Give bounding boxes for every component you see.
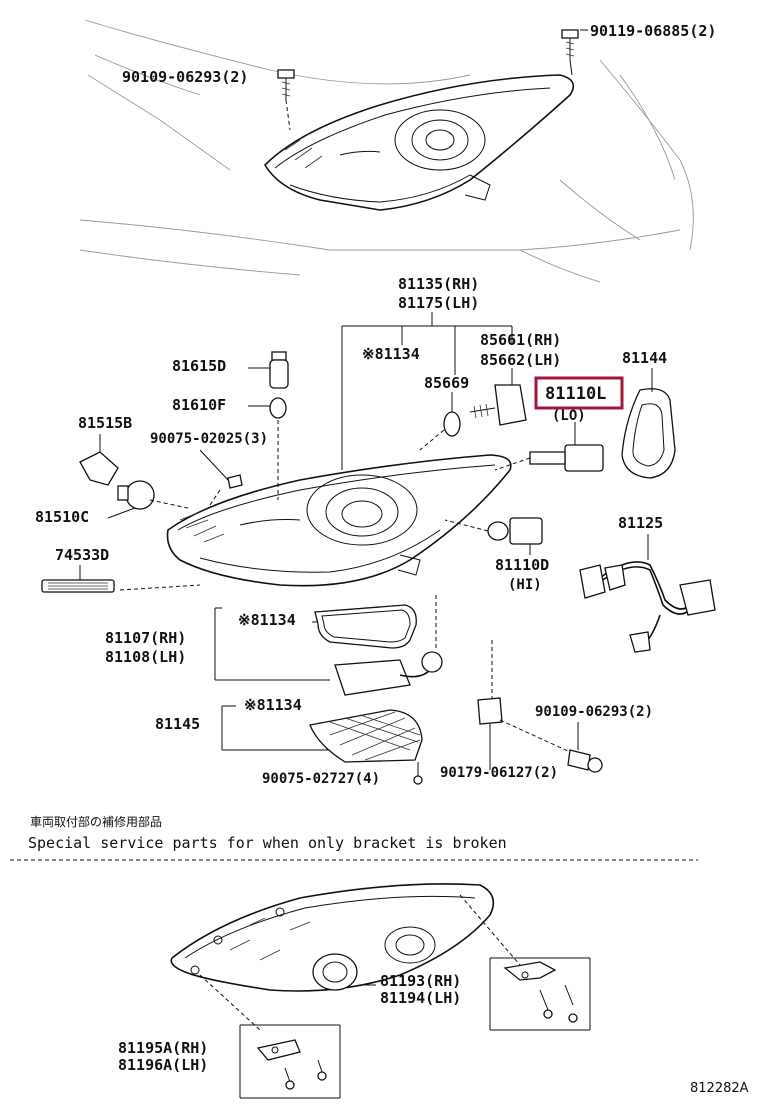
bulb-81615d-part (248, 351, 289, 389)
reference-code: 812282A (690, 1081, 749, 1096)
label-bolt-2: 90109-06293(2) (535, 704, 653, 720)
label-bulb-81510c: 81510C (35, 508, 89, 526)
wire-81125-part (579, 534, 716, 653)
screw-90075-02025-part (199, 449, 243, 506)
reflector-74533d-part (41, 565, 115, 593)
label-unit-rh: 81135(RH) (398, 275, 479, 293)
label-lo-tag: (LO) (552, 408, 586, 424)
label-bolt-top-left: 90109-06293(2) (122, 68, 248, 86)
bulb-81610f-part (248, 397, 287, 500)
label-hi-tag: (HI) (508, 577, 542, 593)
computer-81107-part (214, 595, 443, 696)
bulb-lo-part (494, 422, 604, 472)
bulb-81510c-part (107, 480, 189, 519)
cover-81144-part (621, 368, 676, 479)
label-bulb-81610f: 81610F (172, 396, 226, 414)
socket-81515b-part (79, 434, 119, 486)
label-reflector-74533d: 74533D (55, 546, 109, 564)
screw-90075-02727-part (413, 762, 423, 785)
label-bracket-lh: 81194(LH) (380, 989, 461, 1007)
label-clip-2: 90179-06127(2) (440, 765, 558, 781)
label-socket-lh: 85662(LH) (480, 351, 561, 369)
headlamp-housing (119, 454, 512, 591)
vehicle-front-view (79, 19, 694, 283)
label-gasket-a: ※81134 (362, 345, 420, 363)
label-computer-lh: 81108(LH) (105, 648, 186, 666)
label-socket-rh: 85661(RH) (480, 331, 561, 349)
oring-85669-part (419, 392, 461, 451)
label-bulb-hi: 81110D (495, 556, 549, 574)
label-bracket-rh: 81193(RH) (380, 972, 461, 990)
bulb-hi-part (444, 517, 543, 555)
label-computer-rh: 81107(RH) (105, 629, 186, 647)
leader-lines-main (341, 312, 513, 470)
socket-85661-part (469, 368, 527, 426)
highlight-box[interactable] (534, 376, 624, 410)
label-unit-lh: 81175(LH) (398, 294, 479, 312)
label-bulb-lo[interactable]: 81110L (545, 384, 606, 404)
label-screw-4: 90075-02727(4) (262, 771, 380, 787)
label-gasket-b: ※81134 (238, 611, 296, 629)
bracket-81193-box (489, 957, 591, 1031)
label-oring-85669: 85669 (424, 374, 469, 392)
note-english: Special service parts for when only brac… (28, 834, 507, 852)
label-gasket-c: ※81134 (244, 696, 302, 714)
label-cover-81144: 81144 (622, 349, 667, 367)
label-screw-3: 90075-02025(3) (150, 431, 268, 447)
label-cover-81145: 81145 (155, 715, 200, 733)
label-bracket-a-lh: 81196A(LH) (118, 1056, 208, 1074)
label-socket-81515b: 81515B (78, 414, 132, 432)
label-bracket-a-rh: 81195A(RH) (118, 1039, 208, 1057)
label-wire-81125: 81125 (618, 514, 663, 532)
bracket-81195a-box (239, 1024, 341, 1099)
note-japanese: 車両取付部の補修用部品 (30, 814, 162, 829)
cover-81145-part (221, 705, 423, 763)
bracket-assembly-view (170, 883, 521, 1031)
label-bolt-top-right: 90119-06885(2) (590, 22, 716, 40)
clip-bolt-parts (477, 640, 603, 773)
label-bulb-81615d: 81615D (172, 357, 226, 375)
gasket-b-part (312, 604, 417, 649)
